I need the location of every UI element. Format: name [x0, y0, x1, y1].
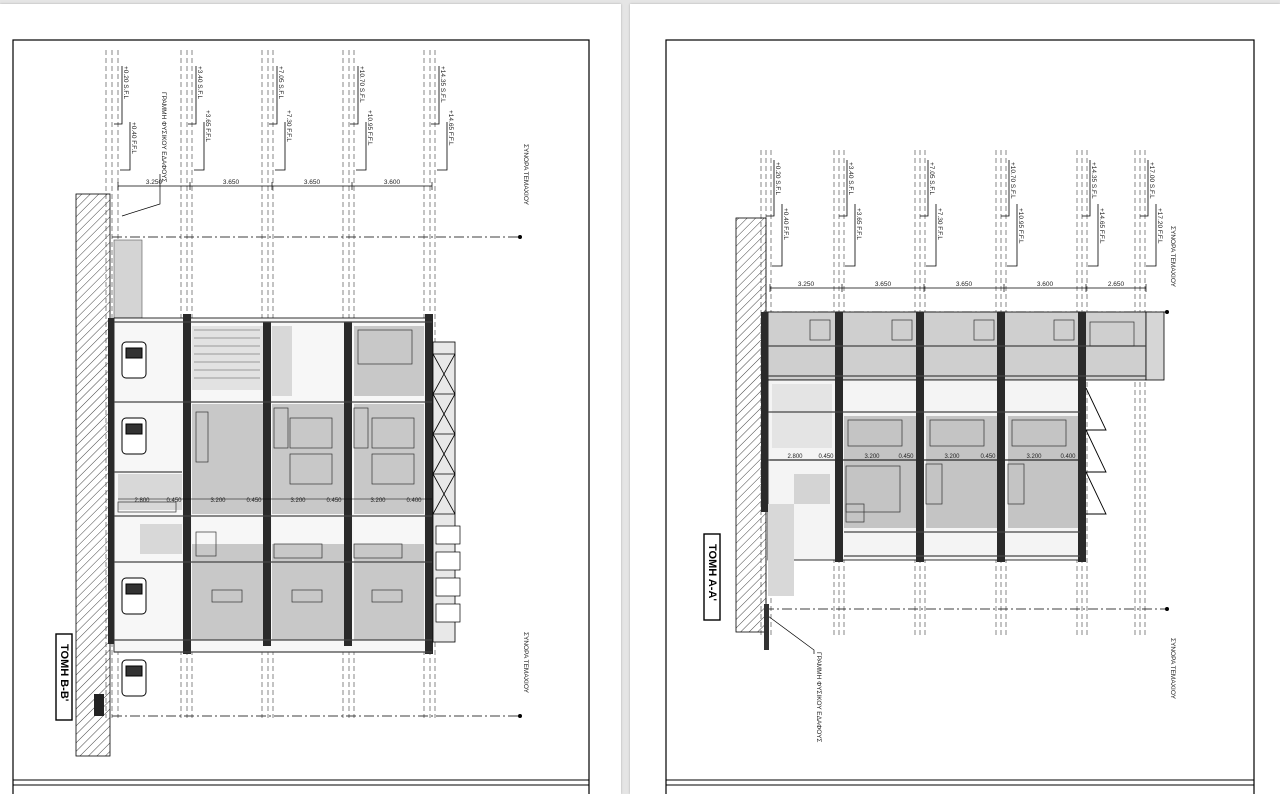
level-sfl-2: +7.05 S.F.L	[928, 162, 935, 195]
room-width-7: 0.400	[1060, 454, 1076, 460]
building-section	[94, 239, 461, 716]
level-sfl-1: +3.40 S.F.L	[847, 162, 854, 195]
floor-height-4: 2.650	[1108, 281, 1125, 288]
boundary-label-top: ΣΥΝΟΡΑ ΤΕΜΑΧΙΟΥ	[522, 144, 529, 206]
room-width-7: 0.400	[406, 498, 422, 504]
section-title: ΤΟΜΗ Α-Α'	[706, 544, 718, 601]
level-ffl-4: +14.65 F.F.L	[1098, 208, 1105, 244]
sheet-frame	[665, 39, 1255, 794]
floor-height-dimension: 3.250 3.650 3.650 3.600 2.650	[769, 281, 1147, 292]
room-width-2: 3.200	[210, 498, 226, 504]
room-width-2: 3.200	[864, 454, 880, 460]
section-bb-drawing: +0.20 S.F.L +0.40 F.F.L +3.40 S.F.L +3.6…	[12, 39, 590, 794]
drawing-sheet-left: +0.20 S.F.L +0.40 F.F.L +3.40 S.F.L +3.6…	[0, 4, 621, 794]
level-sfl-4: +14.35 S.F.L	[1090, 162, 1097, 199]
level-ffl-5: +17.20 F.F.L	[1156, 208, 1163, 244]
floor-height-0: 3.250	[146, 179, 163, 186]
plot-boundary	[112, 236, 520, 717]
level-ffl-2: +7.30 F.F.L	[285, 110, 292, 142]
room-width-6: 3.200	[1026, 454, 1042, 460]
room-width-1: 0.450	[166, 498, 182, 504]
level-sfl-3: +10.70 S.F.L	[1009, 162, 1016, 199]
room-width-4: 3.200	[290, 498, 306, 504]
level-sfl-0: +0.20 S.F.L	[774, 162, 781, 195]
level-ffl-0: +0.40 F.F.L	[130, 122, 137, 154]
level-ffl-1: +3.65 F.F.L	[204, 110, 211, 142]
building-section	[761, 311, 1165, 596]
room-width-6: 3.200	[370, 498, 386, 504]
level-sfl-4: +14.35 S.F.L	[439, 66, 446, 103]
room-width-3: 0.450	[246, 498, 262, 504]
room-width-1: 0.450	[818, 454, 834, 460]
section-title-box	[703, 533, 721, 621]
ground-line-label: ΓΡΑΜΜΗ ΦΥΣΙΚΟΥ ΕΔΑΦΟΥΣ	[160, 92, 167, 182]
floor-height-1: 3.650	[875, 281, 892, 288]
floor-height-3: 3.600	[1037, 281, 1054, 288]
boundary-label-top: ΣΥΝΟΡΑ ΤΕΜΑΧΙΟΥ	[1169, 226, 1176, 288]
drawing-sheet-right: +0.20 S.F.L +0.40 F.F.L +3.40 S.F.L +3.6…	[630, 4, 1280, 794]
floor-height-1: 3.650	[223, 179, 240, 186]
floor-height-dimension: 3.250 3.650 3.650 3.600	[117, 179, 433, 190]
room-width-dimension: 2.800 0.450 3.200 0.450 3.200 0.450 3.20…	[118, 498, 432, 504]
level-sfl-5: +17.00 S.F.L	[1148, 162, 1155, 199]
room-width-4: 3.200	[944, 454, 960, 460]
floor-height-2: 3.650	[304, 179, 321, 186]
level-ffl-2: +7.30 F.F.L	[936, 208, 943, 240]
level-ffl-1: +3.65 F.F.L	[855, 208, 862, 240]
floor-height-3: 3.600	[384, 179, 401, 186]
level-ffl-3: +10.95 F.F.L	[1017, 208, 1024, 244]
ground-hatch	[75, 193, 111, 757]
section-title-box	[55, 633, 73, 721]
level-ffl-4: +14.65 F.F.L	[447, 110, 454, 146]
room-width-5: 0.450	[326, 498, 342, 504]
room-width-0: 2.800	[787, 454, 803, 460]
floor-height-0: 3.250	[798, 281, 815, 288]
car-icons	[121, 341, 147, 697]
level-sfl-3: +10.70 S.F.L	[358, 66, 365, 103]
section-aa-drawing: +0.20 S.F.L +0.40 F.F.L +3.40 S.F.L +3.6…	[665, 39, 1255, 794]
sheet-frame	[12, 39, 590, 794]
level-ffl-0: +0.40 F.F.L	[782, 208, 789, 240]
room-width-3: 0.450	[898, 454, 914, 460]
boundary-label-bottom: ΣΥΝΟΡΑ ΤΕΜΑΧΙΟΥ	[1169, 638, 1176, 700]
level-sfl-2: +7.05 S.F.L	[277, 66, 284, 99]
boundary-label-bottom: ΣΥΝΟΡΑ ΤΕΜΑΧΙΟΥ	[522, 632, 529, 694]
ground-line-label: ΓΡΑΜΜΗ ΦΥΣΙΚΟΥ ΕΔΑΦΟΥΣ	[815, 652, 822, 742]
level-sfl-1: +3.40 S.F.L	[196, 66, 203, 99]
level-ffl-3: +10.95 F.F.L	[366, 110, 373, 146]
room-width-dimension: 2.800 0.450 3.200 0.450 3.200 0.450 3.20…	[770, 454, 1080, 461]
level-sfl-0: +0.20 S.F.L	[122, 66, 129, 99]
room-width-5: 0.450	[980, 454, 996, 460]
section-title: ΤΟΜΗ Β-Β'	[58, 644, 70, 702]
room-width-0: 2.800	[134, 498, 150, 504]
floor-height-2: 3.650	[956, 281, 973, 288]
